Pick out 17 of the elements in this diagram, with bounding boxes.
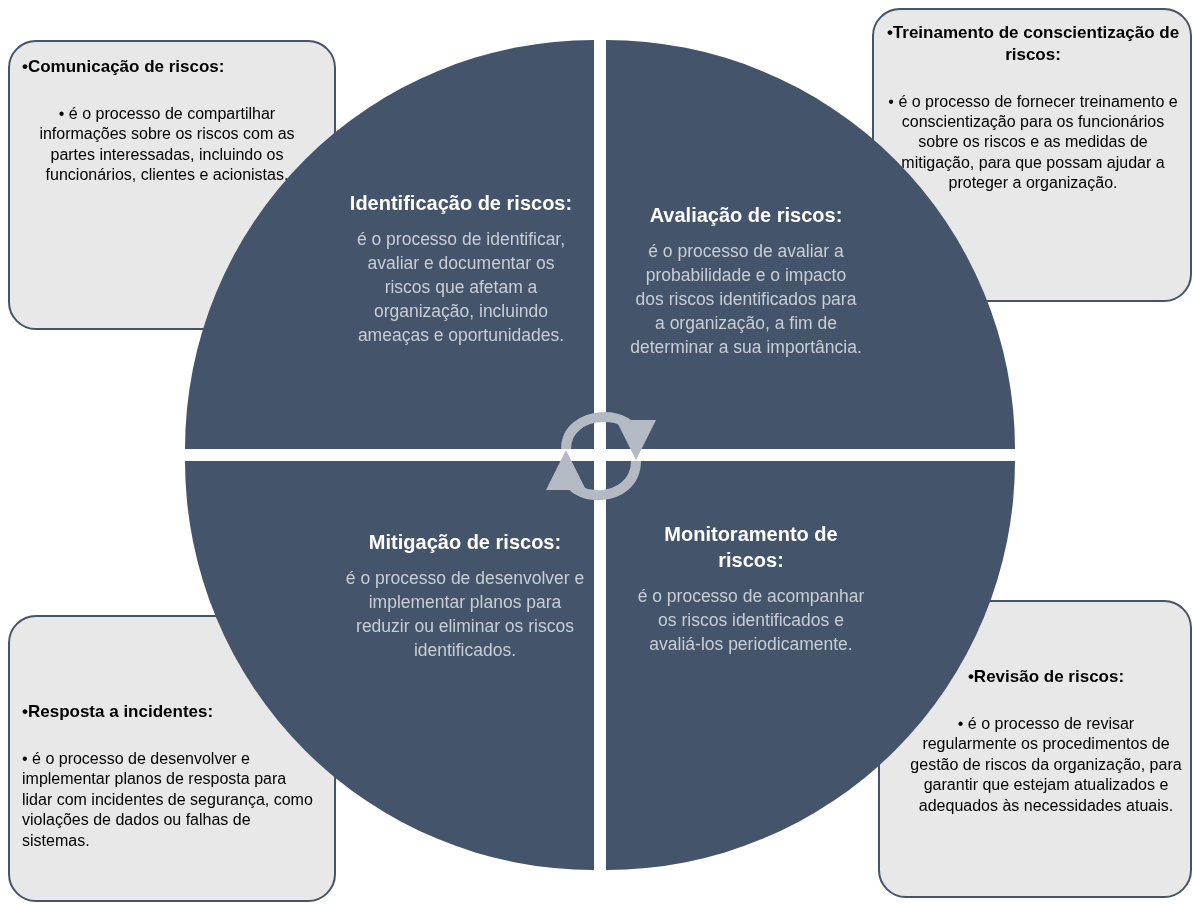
card-text: • é o processo de fornecer treinamento e conscientização para os funcionários sobre os riscos e as medidas de mitigação, para que possam ajudar a proteger a organização. xyxy=(887,91,1179,194)
quadrant-text: é o processo de identificar, avaliar e documentar os riscos que afetam a organização, incluindo ameaças e oportunidades. xyxy=(355,228,567,347)
card-text: • é o processo de desenvolver e implementar planos de resposta para lidar com incidentes de segurança, como violações de dados ou falhas de sistemas. xyxy=(22,748,314,851)
card-heading: •Resposta a incidentes: xyxy=(22,701,215,723)
card-text: • é o processo de revisar regularmente os procedimentos de gestão de riscos da organização, para garantir que estejam atualizados e adequados às necessidades atuais. xyxy=(910,713,1182,816)
quadrant-text: é o processo de avaliar a probabilidade e o impacto dos riscos identificados para a organização, a fim de determinar a sua importância. xyxy=(630,240,862,359)
card-heading: •Comunicação de riscos: xyxy=(22,56,226,78)
quadrant-text: é o processo de acompanhar os riscos identificados e avaliá-los periodicamente. xyxy=(636,585,866,656)
quadrant-heading: Monitoramento de riscos: xyxy=(663,522,839,573)
card-heading: •Treinamento de conscientização de riscos: xyxy=(885,22,1181,66)
quadrant-heading: Identificação de riscos: xyxy=(348,191,574,216)
card-heading: •Revisão de riscos: xyxy=(966,666,1126,688)
card-text: • é o processo de compartilhar informações sobre os riscos com as partes interessadas, incluindo os funcionários, clientes e acionistas. xyxy=(38,103,296,186)
curved-arrow xyxy=(549,450,641,501)
quadrant-heading: Avaliação de riscos: xyxy=(648,203,844,228)
quadrant-heading: Mitigação de riscos: xyxy=(367,530,563,555)
quadrant-text: é o processo de desenvolver e implementar planos para reduzir ou eliminar os riscos identificados. xyxy=(345,567,585,662)
